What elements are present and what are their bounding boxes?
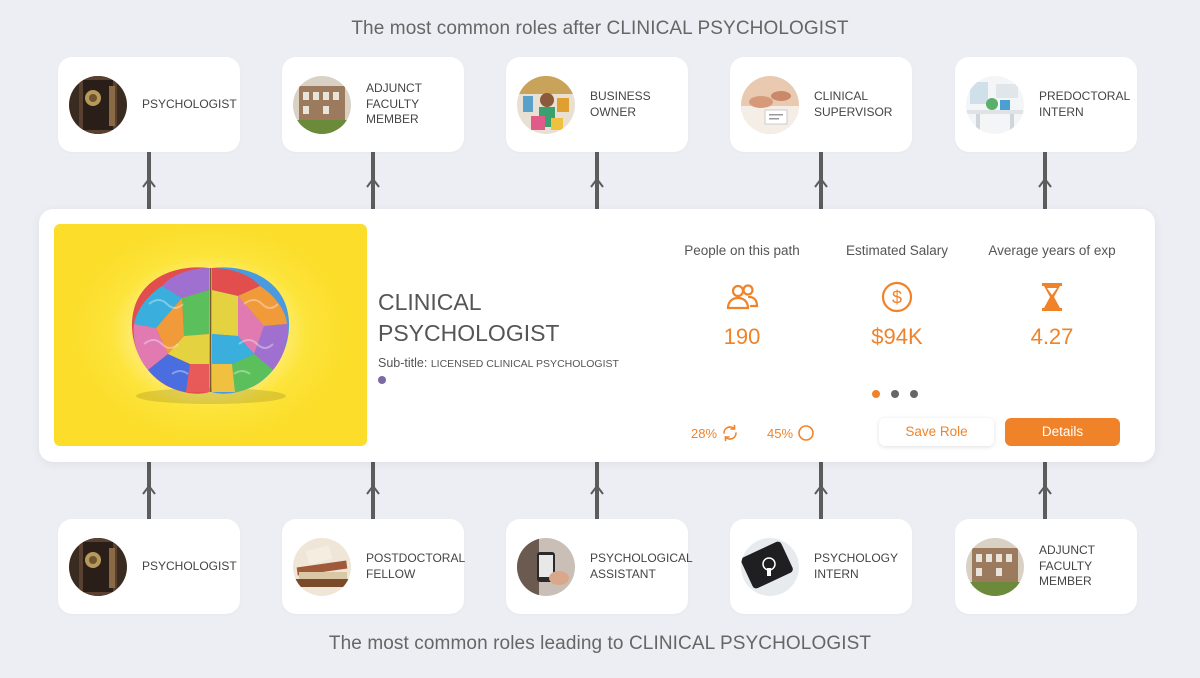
connector-line	[819, 462, 823, 519]
arrow-up-icon	[1038, 177, 1052, 188]
stat-value: $94K	[871, 324, 923, 349]
role-label: PSYCHOLOGICAL ASSISTANT	[590, 551, 693, 581]
pager-dot[interactable]	[872, 390, 880, 398]
office-desk-photo	[966, 75, 1024, 134]
circle-icon	[798, 425, 814, 441]
current-role-title: CLINICAL PSYCHOLOGIST	[378, 289, 560, 346]
next-roles-heading: The most common roles after CLINICAL PSY…	[351, 18, 849, 39]
role-label: PSYCHOLOGIST	[142, 558, 237, 573]
connector-line	[147, 462, 151, 519]
role-label: CLINICAL SUPERVISOR	[814, 89, 893, 119]
arrow-up-icon	[590, 177, 604, 188]
stat-value: 4.27	[1030, 324, 1074, 349]
arrow-up-icon	[1038, 484, 1052, 495]
people-icon	[726, 284, 759, 310]
role-label: ADJUNCT FACULTY MEMBER	[366, 81, 422, 127]
mini-stat-circle: 45%	[767, 424, 815, 442]
role-label: ADJUNCT FACULTY MEMBER	[1039, 543, 1095, 589]
ornate-door-photo	[69, 75, 127, 134]
role-label: PSYCHOLOGIST	[142, 96, 237, 111]
campus-building-photo	[293, 75, 351, 134]
arrow-up-icon	[814, 177, 828, 188]
connector-line	[595, 462, 599, 519]
arrow-up-icon	[142, 484, 156, 495]
next-role-card-psychologist[interactable]: PSYCHOLOGIST	[58, 57, 240, 152]
connector-line	[371, 462, 375, 519]
next-role-card-business-owner[interactable]: BUSINESS OWNER	[506, 57, 688, 152]
subtitle-value: LICENSED CLINICAL PSYCHOLOGIST	[430, 358, 619, 370]
hourglass-icon	[1042, 283, 1062, 311]
stat-label: Average years of exp	[988, 243, 1116, 258]
ornate-door-photo	[69, 537, 127, 596]
arrow-up-icon	[142, 177, 156, 188]
next-role-card-adjunct-faculty-member[interactable]: ADJUNCT FACULTY MEMBER	[282, 57, 464, 152]
role-label: BUSINESS OWNER	[590, 89, 651, 119]
status-dot	[378, 376, 386, 384]
previous-role-card-psychologist[interactable]: PSYCHOLOGIST	[58, 519, 240, 614]
arrow-up-icon	[366, 484, 380, 495]
campus-building-photo	[966, 537, 1024, 596]
svg-text:$: $	[892, 288, 902, 308]
arrow-up-icon	[814, 484, 828, 495]
previous-roles-heading: The most common roles leading to CLINICA…	[328, 633, 872, 654]
current-role-card: CLINICAL PSYCHOLOGIST Sub-title: LICENSE…	[39, 209, 1155, 462]
stat-salary: Estimated Salary $ $94K	[817, 243, 977, 350]
connector-line	[1043, 462, 1047, 519]
colorful-brain-illustration	[54, 224, 367, 446]
stat-label: People on this path	[684, 243, 800, 258]
dollar-icon: $	[881, 281, 913, 313]
stat-experience: Average years of exp 4.27	[972, 243, 1132, 350]
previous-role-card-psychology-intern[interactable]: PSYCHOLOGY INTERN	[730, 519, 912, 614]
stat-people: People on this path 190	[662, 243, 822, 350]
phone-reading-photo	[517, 537, 575, 596]
stats-pager	[872, 390, 918, 398]
books-photo	[293, 537, 351, 596]
shop-owner-photo	[517, 75, 575, 134]
next-role-card-predoctoral-intern[interactable]: PREDOCTORAL INTERN	[955, 57, 1137, 152]
mini-stat-value: 45%	[767, 425, 794, 441]
mini-stat-value: 28%	[691, 425, 718, 441]
role-label: PSYCHOLOGY INTERN	[814, 551, 898, 581]
details-button[interactable]: Details	[1005, 418, 1120, 446]
arrow-up-icon	[366, 177, 380, 188]
save-role-button[interactable]: Save Role	[879, 418, 994, 446]
pager-dot[interactable]	[910, 390, 918, 398]
role-label: PREDOCTORAL INTERN	[1039, 89, 1130, 119]
previous-role-card-psychological-assistant[interactable]: PSYCHOLOGICAL ASSISTANT	[506, 519, 693, 614]
role-label: POSTDOCTORAL FELLOW	[366, 551, 465, 581]
desk-paperwork-photo	[741, 75, 799, 134]
stat-value: 190	[723, 324, 761, 349]
previous-role-card-adjunct-faculty-member[interactable]: ADJUNCT FACULTY MEMBER	[955, 519, 1137, 614]
pager-dot[interactable]	[891, 390, 899, 398]
current-role-subtitle: Sub-title: LICENSED CLINICAL PSYCHOLOGIS…	[378, 356, 619, 370]
next-role-card-clinical-supervisor[interactable]: CLINICAL SUPERVISOR	[730, 57, 912, 152]
arrow-up-icon	[590, 484, 604, 495]
tablet-photo	[741, 537, 799, 596]
previous-role-card-postdoctoral-fellow[interactable]: POSTDOCTORAL FELLOW	[282, 519, 465, 614]
subtitle-label: Sub-title:	[378, 356, 428, 370]
refresh-icon	[723, 424, 737, 442]
stat-label: Estimated Salary	[845, 243, 949, 258]
mini-stat-refresh: 28%	[691, 424, 739, 442]
